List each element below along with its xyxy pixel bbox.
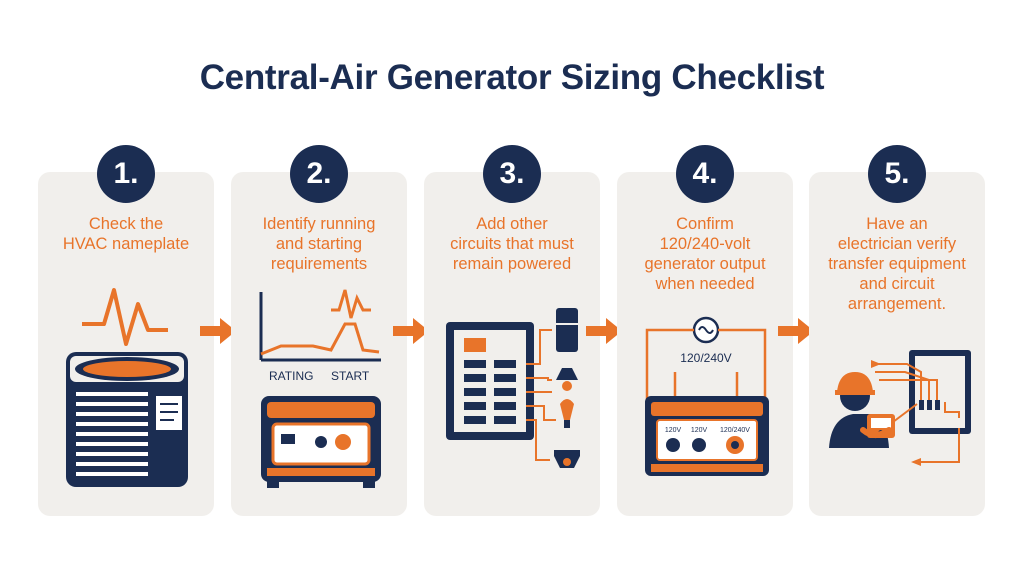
- step-text: Check the HVAC nameplate: [62, 215, 190, 253]
- step-number-badge: 5.: [868, 145, 926, 203]
- ac-condenser-icon: [66, 288, 188, 487]
- rating-label: RATING: [269, 369, 313, 383]
- outlet-label: 120V: [691, 427, 708, 434]
- page-title: Central-Air Generator Sizing Checklist: [199, 58, 825, 97]
- step-card-5: Have an electrician verify transfer equi…: [809, 172, 985, 516]
- arrow-right-icon: [586, 318, 622, 344]
- generator-icon: RATING START: [259, 289, 381, 488]
- step-card-1: Check the HVAC nameplate: [38, 172, 214, 516]
- step-text: Identify running and starting requiremen…: [262, 215, 376, 273]
- voltage-label: 120/240V: [680, 351, 731, 365]
- step-number-badge: 4.: [676, 145, 734, 203]
- step-card-2: Identify running and starting requiremen…: [231, 172, 407, 516]
- step-text: Have an electrician verify transfer equi…: [828, 215, 966, 313]
- arrow-right-icon: [778, 318, 814, 344]
- outlet-label: 120/240V: [720, 427, 750, 434]
- arrow-right-icon: [393, 318, 429, 344]
- step-card-3: Add other circuits that must remain powe…: [424, 172, 600, 516]
- step-number-badge: 1.: [97, 145, 155, 203]
- outlet-label: 120V: [665, 427, 682, 434]
- step-number-badge: 2.: [290, 145, 348, 203]
- generator-outlets-icon: 120/240V 120V 120V 120/240V: [645, 316, 769, 476]
- arrow-right-icon: [200, 318, 236, 344]
- step-number-badge: 3.: [483, 145, 541, 203]
- step-text: Add other circuits that must remain powe…: [450, 215, 574, 273]
- breaker-panel-icon: [446, 308, 580, 468]
- electrician-icon: [829, 350, 971, 466]
- step-text: Confirm 120/240-volt generator output wh…: [644, 215, 766, 293]
- start-label: START: [331, 369, 370, 383]
- step-card-4: Confirm 120/240-volt generator output wh…: [617, 172, 793, 516]
